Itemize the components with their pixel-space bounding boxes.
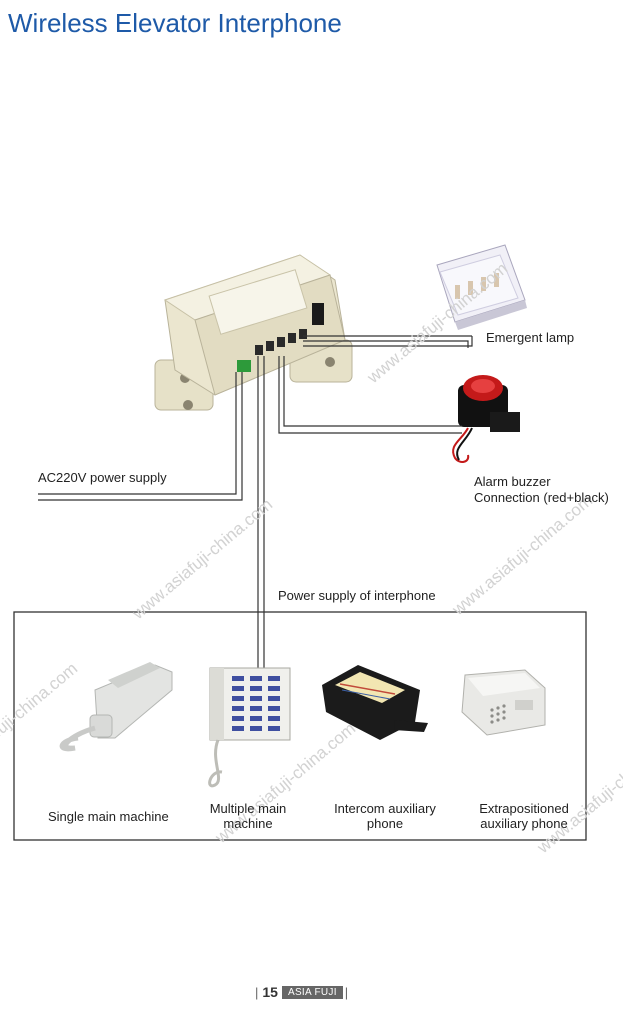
alarm-buzzer-image [452, 375, 520, 463]
page-title: Wireless Elevator Interphone [8, 8, 342, 38]
label-alarm-buzzer-connection: Connection (red+black) [474, 490, 609, 505]
emergent-lamp-image [436, 244, 527, 330]
label-alarm-buzzer: Alarm buzzer [474, 474, 551, 489]
device-frame [13, 611, 587, 841]
extrapositioned-auxiliary-phone-image [461, 669, 546, 736]
caption-extrapositioned-auxiliary-phone: Extrapositioned auxiliary phone [468, 801, 580, 831]
caption-line: Multiple main [209, 801, 287, 816]
brand-badge: ASIA FUJI [281, 985, 343, 999]
label-emergent-lamp: Emergent lamp [486, 330, 575, 345]
caption-line: auxiliary phone [480, 816, 568, 831]
page-footer: | 15 ASIA FUJI | [253, 984, 350, 1000]
label-ac-power-supply: AC220V power supply [38, 470, 167, 485]
footer-divider: | [255, 984, 259, 1000]
page-number: 15 [262, 984, 278, 1000]
caption-intercom-auxiliary-phone: Intercom auxiliary phone [325, 801, 445, 831]
wires [38, 335, 473, 668]
caption-line: machine [223, 816, 273, 831]
caption-line: phone [366, 816, 404, 831]
caption-line: Intercom auxiliary [334, 801, 436, 816]
caption-line: Extrapositioned [479, 801, 569, 816]
footer-divider: | [344, 984, 349, 1000]
caption-multiple-main-machine: Multiple main machine [198, 801, 298, 831]
label-power-supply-interphone: Power supply of interphone [278, 588, 436, 603]
control-unit-image [154, 254, 353, 411]
multiple-main-machine-image [208, 667, 291, 788]
intercom-auxiliary-phone-image [322, 665, 428, 740]
caption-single-main-machine: Single main machine [48, 809, 169, 824]
single-main-machine-image [59, 662, 173, 752]
